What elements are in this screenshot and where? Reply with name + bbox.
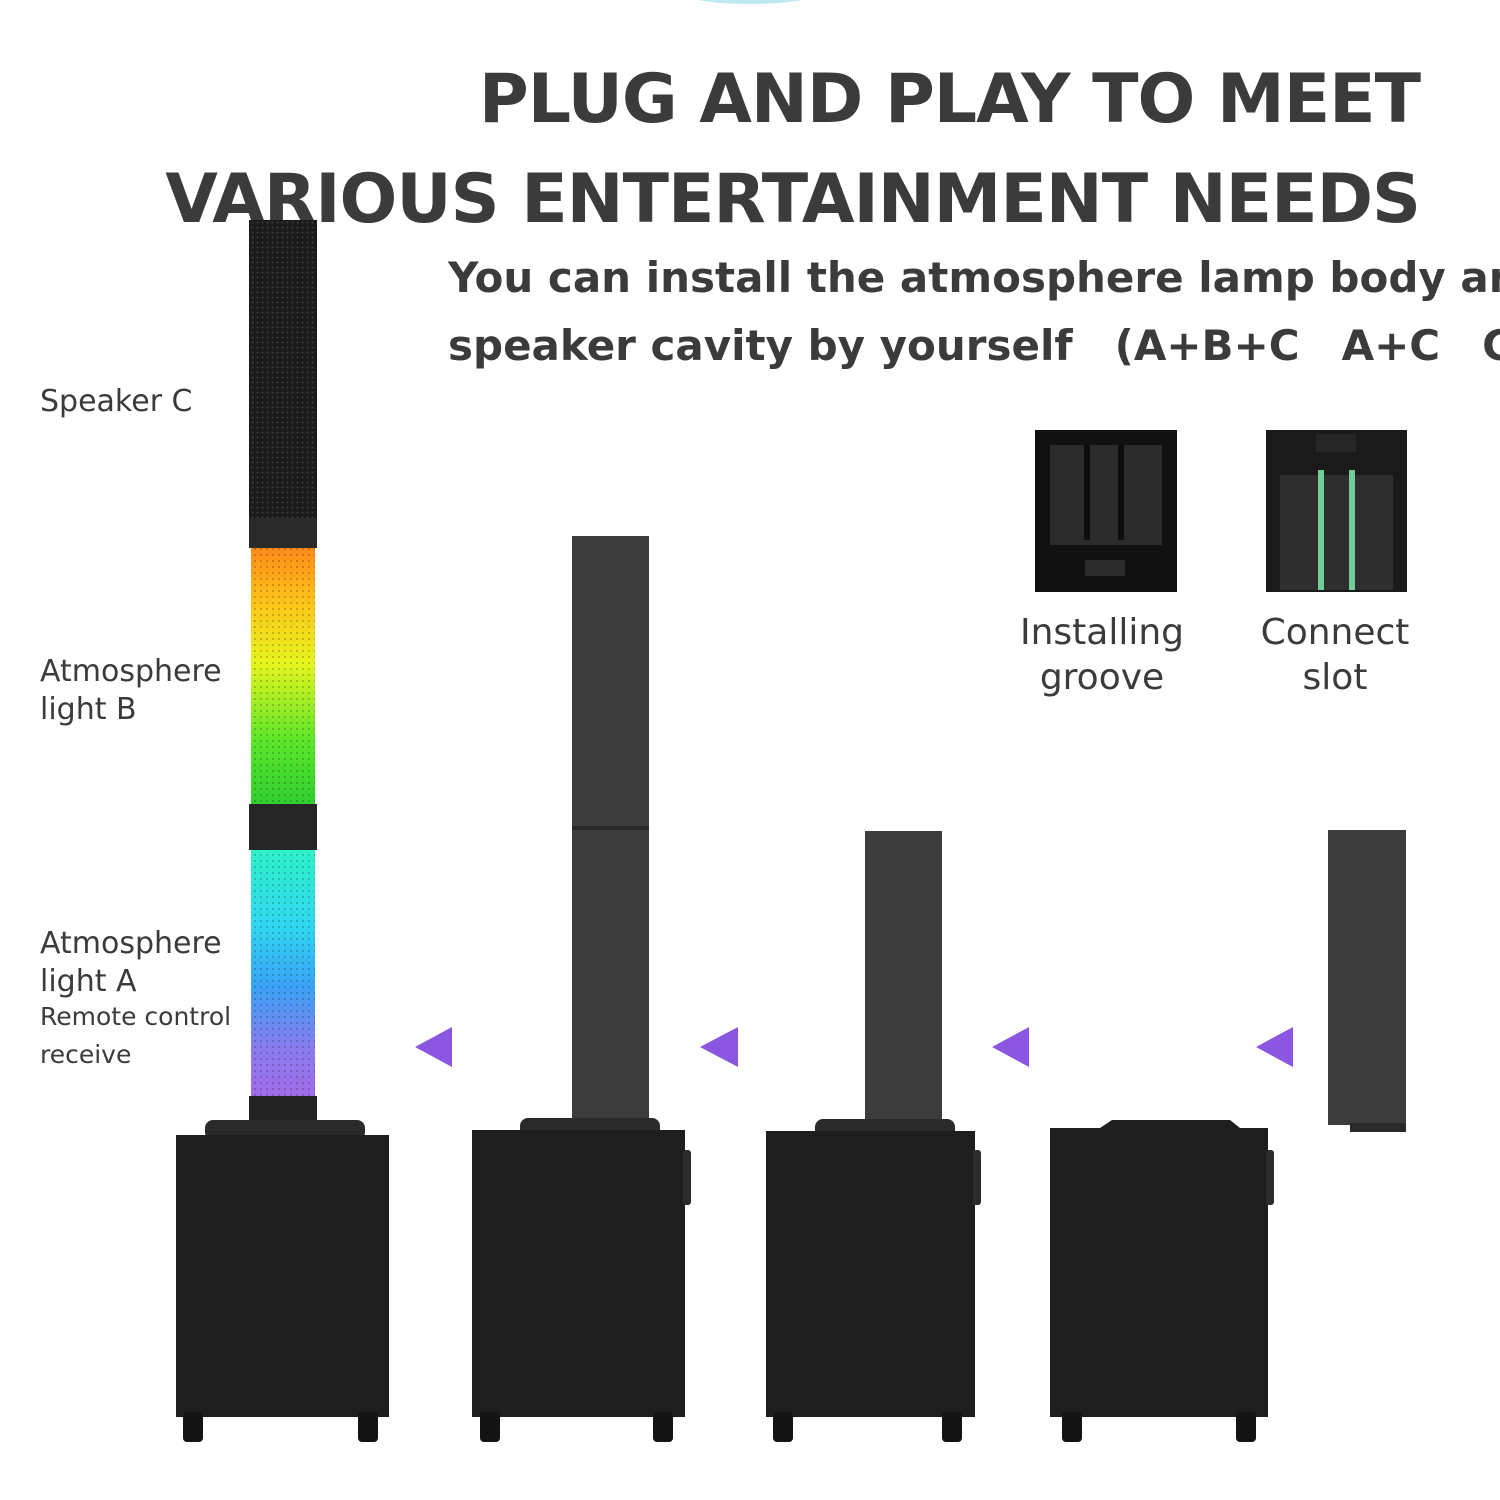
light-b-label: Atmosphere light B (40, 653, 222, 728)
speaker-c-joint (249, 518, 317, 548)
speaker-c-label: Speaker C (40, 384, 193, 419)
groove-rib-2 (1118, 445, 1124, 540)
arrow-left-3 (992, 1027, 1029, 1067)
subtitle-line-2: speaker cavity by yourself (A+B+C A+C C) (448, 321, 1500, 370)
detached-column-body (1328, 830, 1406, 1125)
slot-contact-2 (1349, 470, 1355, 590)
connect-slot-image (1266, 430, 1407, 592)
light-a-label: Atmosphere light A (40, 925, 222, 1000)
tower-3-foot-right (942, 1412, 962, 1442)
tower-3-side-handle (973, 1150, 981, 1205)
tower-2-column-lower (572, 830, 649, 1120)
remote-receive-label-line-2: receive (40, 1039, 132, 1069)
light-a-label-line-1: Atmosphere (40, 926, 222, 961)
arrow-left-2 (700, 1027, 738, 1067)
tower-3-column (865, 831, 942, 1121)
arrow-left-1 (415, 1027, 452, 1067)
slot-cavity (1280, 475, 1393, 590)
tower-subwoofer-only (1050, 1120, 1274, 1442)
light-b-label-line-1: Atmosphere (40, 654, 222, 689)
installing-groove-label-line-1: Installing (1019, 612, 1185, 653)
tower-2-side-handle (683, 1150, 691, 1205)
tower-4-foot-right (1236, 1412, 1256, 1442)
light-a-label-line-2: light A (40, 963, 137, 999)
connect-slot-label-line-2: slot (1302, 657, 1368, 698)
tower-3-subwoofer (766, 1131, 975, 1417)
connect-slot-label-line-1: Connect (1260, 612, 1410, 653)
remote-receive-label: Remote control receive (40, 998, 231, 1073)
tower-1-foot-right (358, 1412, 378, 1442)
installing-groove-image (1035, 430, 1177, 592)
remote-receive-label-line-1: Remote control (40, 1002, 232, 1031)
groove-latch (1085, 560, 1125, 576)
tower-4-side-handle (1266, 1150, 1274, 1205)
groove-rib-1 (1084, 445, 1090, 540)
detached-column-plug (1350, 1123, 1406, 1132)
installing-groove-label: Installing groove (992, 610, 1212, 700)
arrow-left-4 (1256, 1027, 1293, 1067)
tower-2-foot-left (480, 1412, 500, 1442)
slot-tab (1316, 434, 1356, 452)
connect-slot-label: Connect slot (1225, 610, 1445, 700)
tower-c (766, 831, 981, 1442)
tower-2-foot-right (653, 1412, 673, 1442)
tower-1-subwoofer (176, 1135, 389, 1417)
tower-full-a-b-c (176, 220, 389, 1442)
tower-2-subwoofer (472, 1130, 685, 1417)
tower-1-foot-left (183, 1412, 203, 1442)
top-light-glow (680, 0, 820, 4)
headline-line-2: VARIOUS ENTERTAINMENT NEEDS (165, 160, 1421, 239)
headline-line-1: PLUG AND PLAY TO MEET (478, 60, 1421, 139)
tower-a-c (472, 536, 691, 1442)
subtitle-line-1: You can install the atmosphere lamp body… (448, 253, 1500, 302)
tower-4-subwoofer (1050, 1120, 1268, 1417)
installing-groove-label-line-2: groove (1039, 657, 1165, 698)
light-b-label-line-2: light B (40, 691, 137, 727)
groove-cavity (1050, 445, 1162, 545)
speaker-c-mesh (249, 220, 317, 520)
detached-column (1328, 830, 1406, 1132)
tower-2-column-seam (572, 826, 649, 830)
tower-1-base-connector (249, 1096, 317, 1122)
light-a-mesh (251, 850, 315, 1098)
tower-4-foot-left (1062, 1412, 1082, 1442)
tower-2-column-upper (572, 536, 649, 826)
slot-contact-1 (1318, 470, 1324, 590)
light-joint (249, 804, 317, 850)
tower-3-foot-left (773, 1412, 793, 1442)
light-b-mesh (251, 548, 315, 804)
